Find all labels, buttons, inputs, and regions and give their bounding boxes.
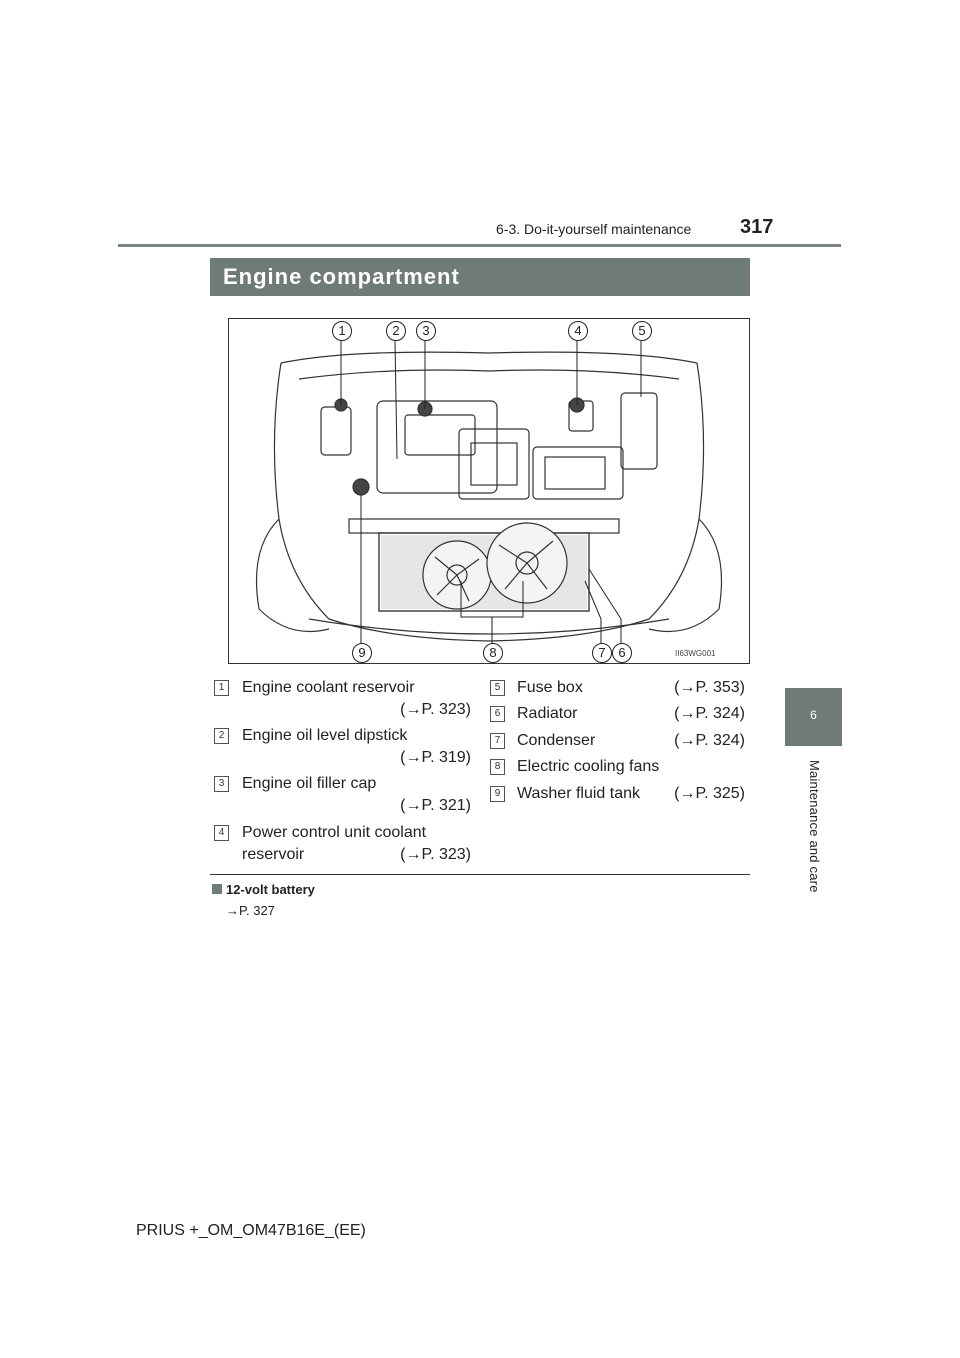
legend-label: Washer fluid tank [517, 785, 641, 802]
page-reference-link[interactable]: (→P. 323) [400, 701, 471, 718]
legend-label-continued: reservoir [242, 846, 305, 863]
callout-4: 4 [568, 321, 588, 341]
square-bullet-icon [212, 884, 222, 894]
header-divider [118, 244, 841, 247]
page-reference-link[interactable]: (→P. 323) [400, 846, 471, 863]
chapter-number: 6 [810, 708, 817, 722]
legend-number: 7 [490, 733, 505, 749]
page-reference-link[interactable]: (→P. 353) [674, 679, 745, 696]
page-reference-link[interactable]: →P. 327 [226, 903, 275, 918]
legend-number: 3 [214, 776, 229, 792]
section-heading: Engine compartment [223, 264, 460, 289]
legend-number: 2 [214, 728, 229, 744]
legend-label: Electric cooling fans [517, 758, 660, 775]
note-heading: 12-volt battery [226, 882, 315, 897]
figure-code: II63WG001 [675, 649, 716, 658]
callout-2: 2 [386, 321, 406, 341]
callout-8: 8 [483, 643, 503, 663]
legend-label: Engine oil filler cap [242, 775, 377, 792]
chapter-label: Maintenance and care [807, 760, 822, 893]
section-heading-bar: Engine compartment [210, 258, 750, 296]
legend-label: Power control unit coolant [242, 824, 427, 841]
legend-label: Engine oil level dipstick [242, 727, 408, 744]
engine-illustration [256, 340, 722, 649]
legend-label: Radiator [517, 705, 578, 722]
callout-7: 7 [592, 643, 612, 663]
legend-label: Fuse box [517, 679, 583, 696]
legend-number: 5 [490, 680, 505, 696]
callout-5: 5 [632, 321, 652, 341]
legend-label: Condenser [517, 732, 596, 749]
page-reference-link[interactable]: (→P. 324) [674, 705, 745, 722]
callout-3: 3 [416, 321, 436, 341]
page-reference-link[interactable]: (→P. 321) [400, 797, 471, 814]
callout-1: 1 [332, 321, 352, 341]
legend-divider [210, 874, 750, 875]
document-code: PRIUS +_OM_OM47B16E_(EE) [136, 1222, 366, 1239]
engine-compartment-diagram: 1 2 3 4 5 9 8 7 6 II63WG001 [228, 318, 750, 664]
legend-label: Engine coolant reservoir [242, 679, 415, 696]
section-title: 6-3. Do-it-yourself maintenance [496, 221, 692, 237]
callout-9: 9 [352, 643, 372, 663]
callout-6: 6 [612, 643, 632, 663]
legend-number: 6 [490, 706, 505, 722]
page-reference-link[interactable]: (→P. 325) [674, 785, 745, 802]
page-number: 317 [740, 216, 774, 238]
legend-number: 4 [214, 825, 229, 841]
page-reference-link[interactable]: (→P. 324) [674, 732, 745, 749]
legend-number: 1 [214, 680, 229, 696]
page-reference-link[interactable]: (→P. 319) [400, 749, 471, 766]
legend-number: 9 [490, 786, 505, 802]
legend-number: 8 [490, 759, 505, 775]
chapter-tab: 6 [785, 688, 842, 746]
